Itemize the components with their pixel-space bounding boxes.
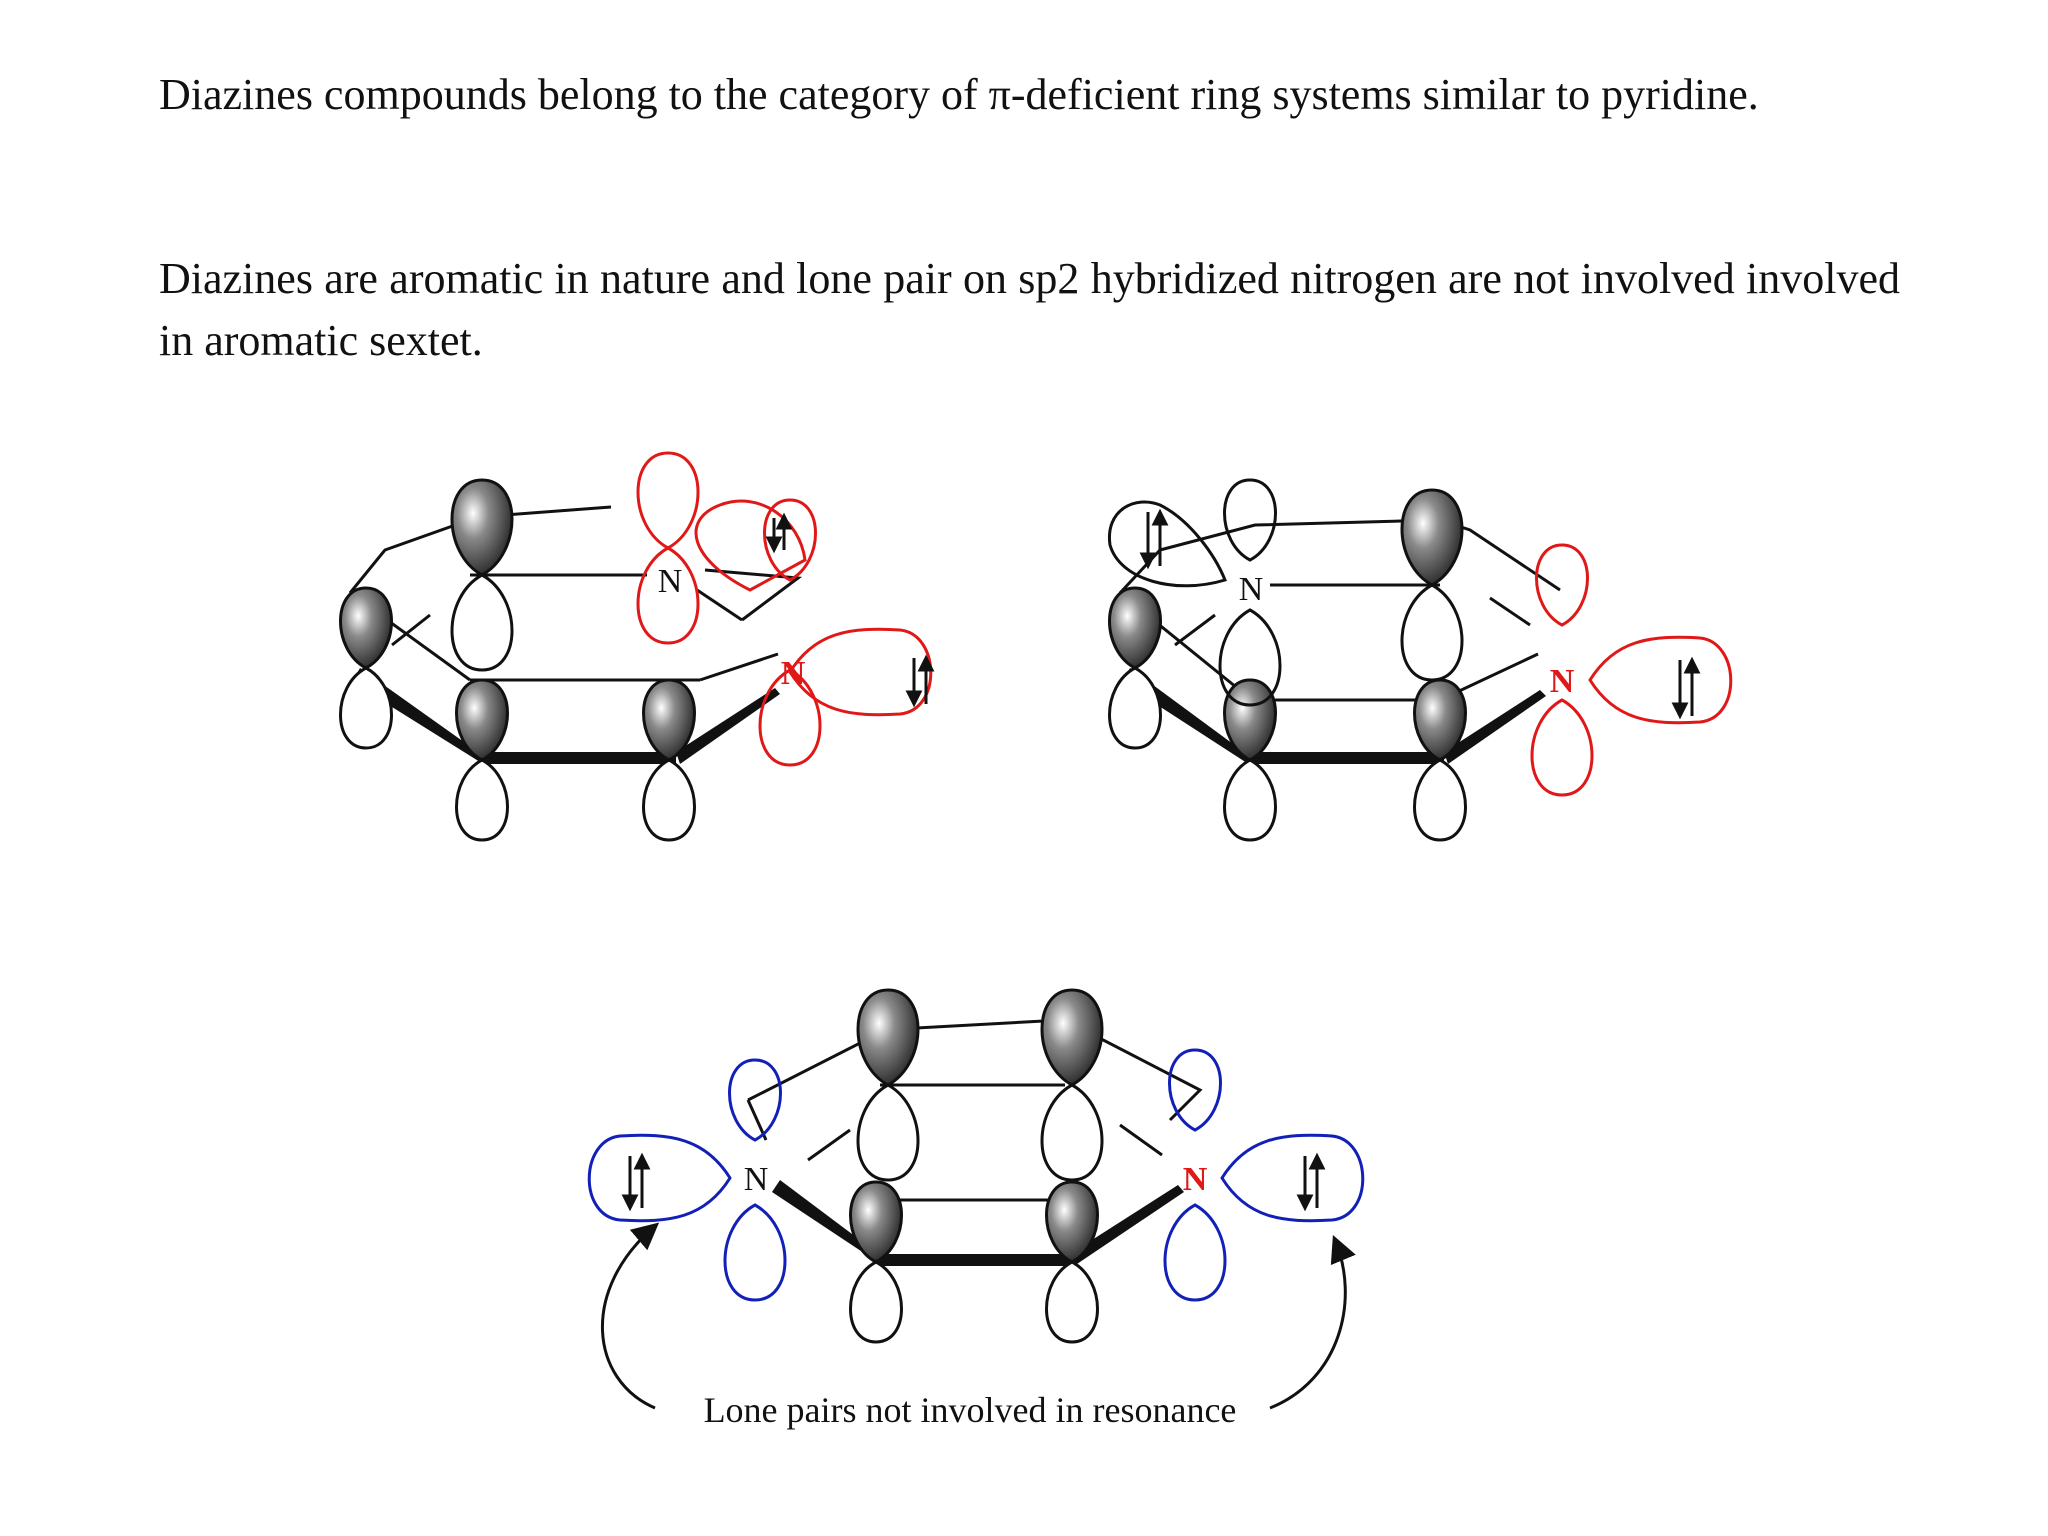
diagram-c-ring	[746, 1018, 1203, 1202]
diagram-b-front-bond	[1248, 752, 1444, 764]
diagram-b-nitrogen-front-label: N	[1550, 663, 1575, 700]
diagram-c: N N Lone pairs not involved in resonance	[587, 988, 1365, 1430]
diagram-b-nitrogen-back-orbitals	[1108, 478, 1282, 707]
diagram-b: N N	[1108, 478, 1733, 842]
diagram-c-front-wedge-left	[772, 1180, 882, 1265]
left-curved-arrow	[600, 1222, 660, 1410]
diagram-a-carbon-orbitals	[339, 478, 696, 842]
diagram-c-carbon-orbitals	[849, 988, 1104, 1344]
diagram-c-caption: Lone pairs not involved in resonance	[704, 1390, 1237, 1430]
diagram-b-front-wedge-right	[1444, 690, 1546, 764]
diagram-a-front-bond	[478, 752, 676, 764]
diagram-b-nitrogen-back-label: N	[1239, 571, 1264, 608]
diagram-a-electron-pairs	[765, 512, 935, 708]
diagram-a: N N	[339, 451, 935, 842]
diagram-c-nitrogen-left-label: N	[744, 1161, 769, 1198]
diagram-c-electron-pairs	[621, 1152, 1326, 1212]
diagram-c-nitrogen-right-label: N	[1183, 1161, 1208, 1198]
intro-paragraph-aromatic: Diazines are aromatic in nature and lone…	[159, 254, 1900, 365]
diagram-c-front-bond	[880, 1254, 1070, 1266]
diagram-a-nitrogen-back-label: N	[658, 563, 683, 600]
diagram-c-front-wedge-right	[1070, 1185, 1184, 1266]
right-curved-arrow	[1269, 1235, 1356, 1410]
diagram-a-front-wedge-right	[676, 688, 780, 764]
diagram-a-nitrogen-orbitals	[636, 451, 933, 767]
diagram-a-nitrogen-front-label: N	[781, 655, 806, 692]
diagram-b-ring	[1118, 518, 1561, 702]
intro-paragraph-pi-deficient: Diazines compounds belong to the categor…	[159, 70, 1759, 119]
diagram-b-electron-pairs	[1139, 508, 1701, 720]
diagram-a-ring	[348, 505, 803, 682]
diagram-b-carbon-orbitals	[1108, 488, 1467, 842]
